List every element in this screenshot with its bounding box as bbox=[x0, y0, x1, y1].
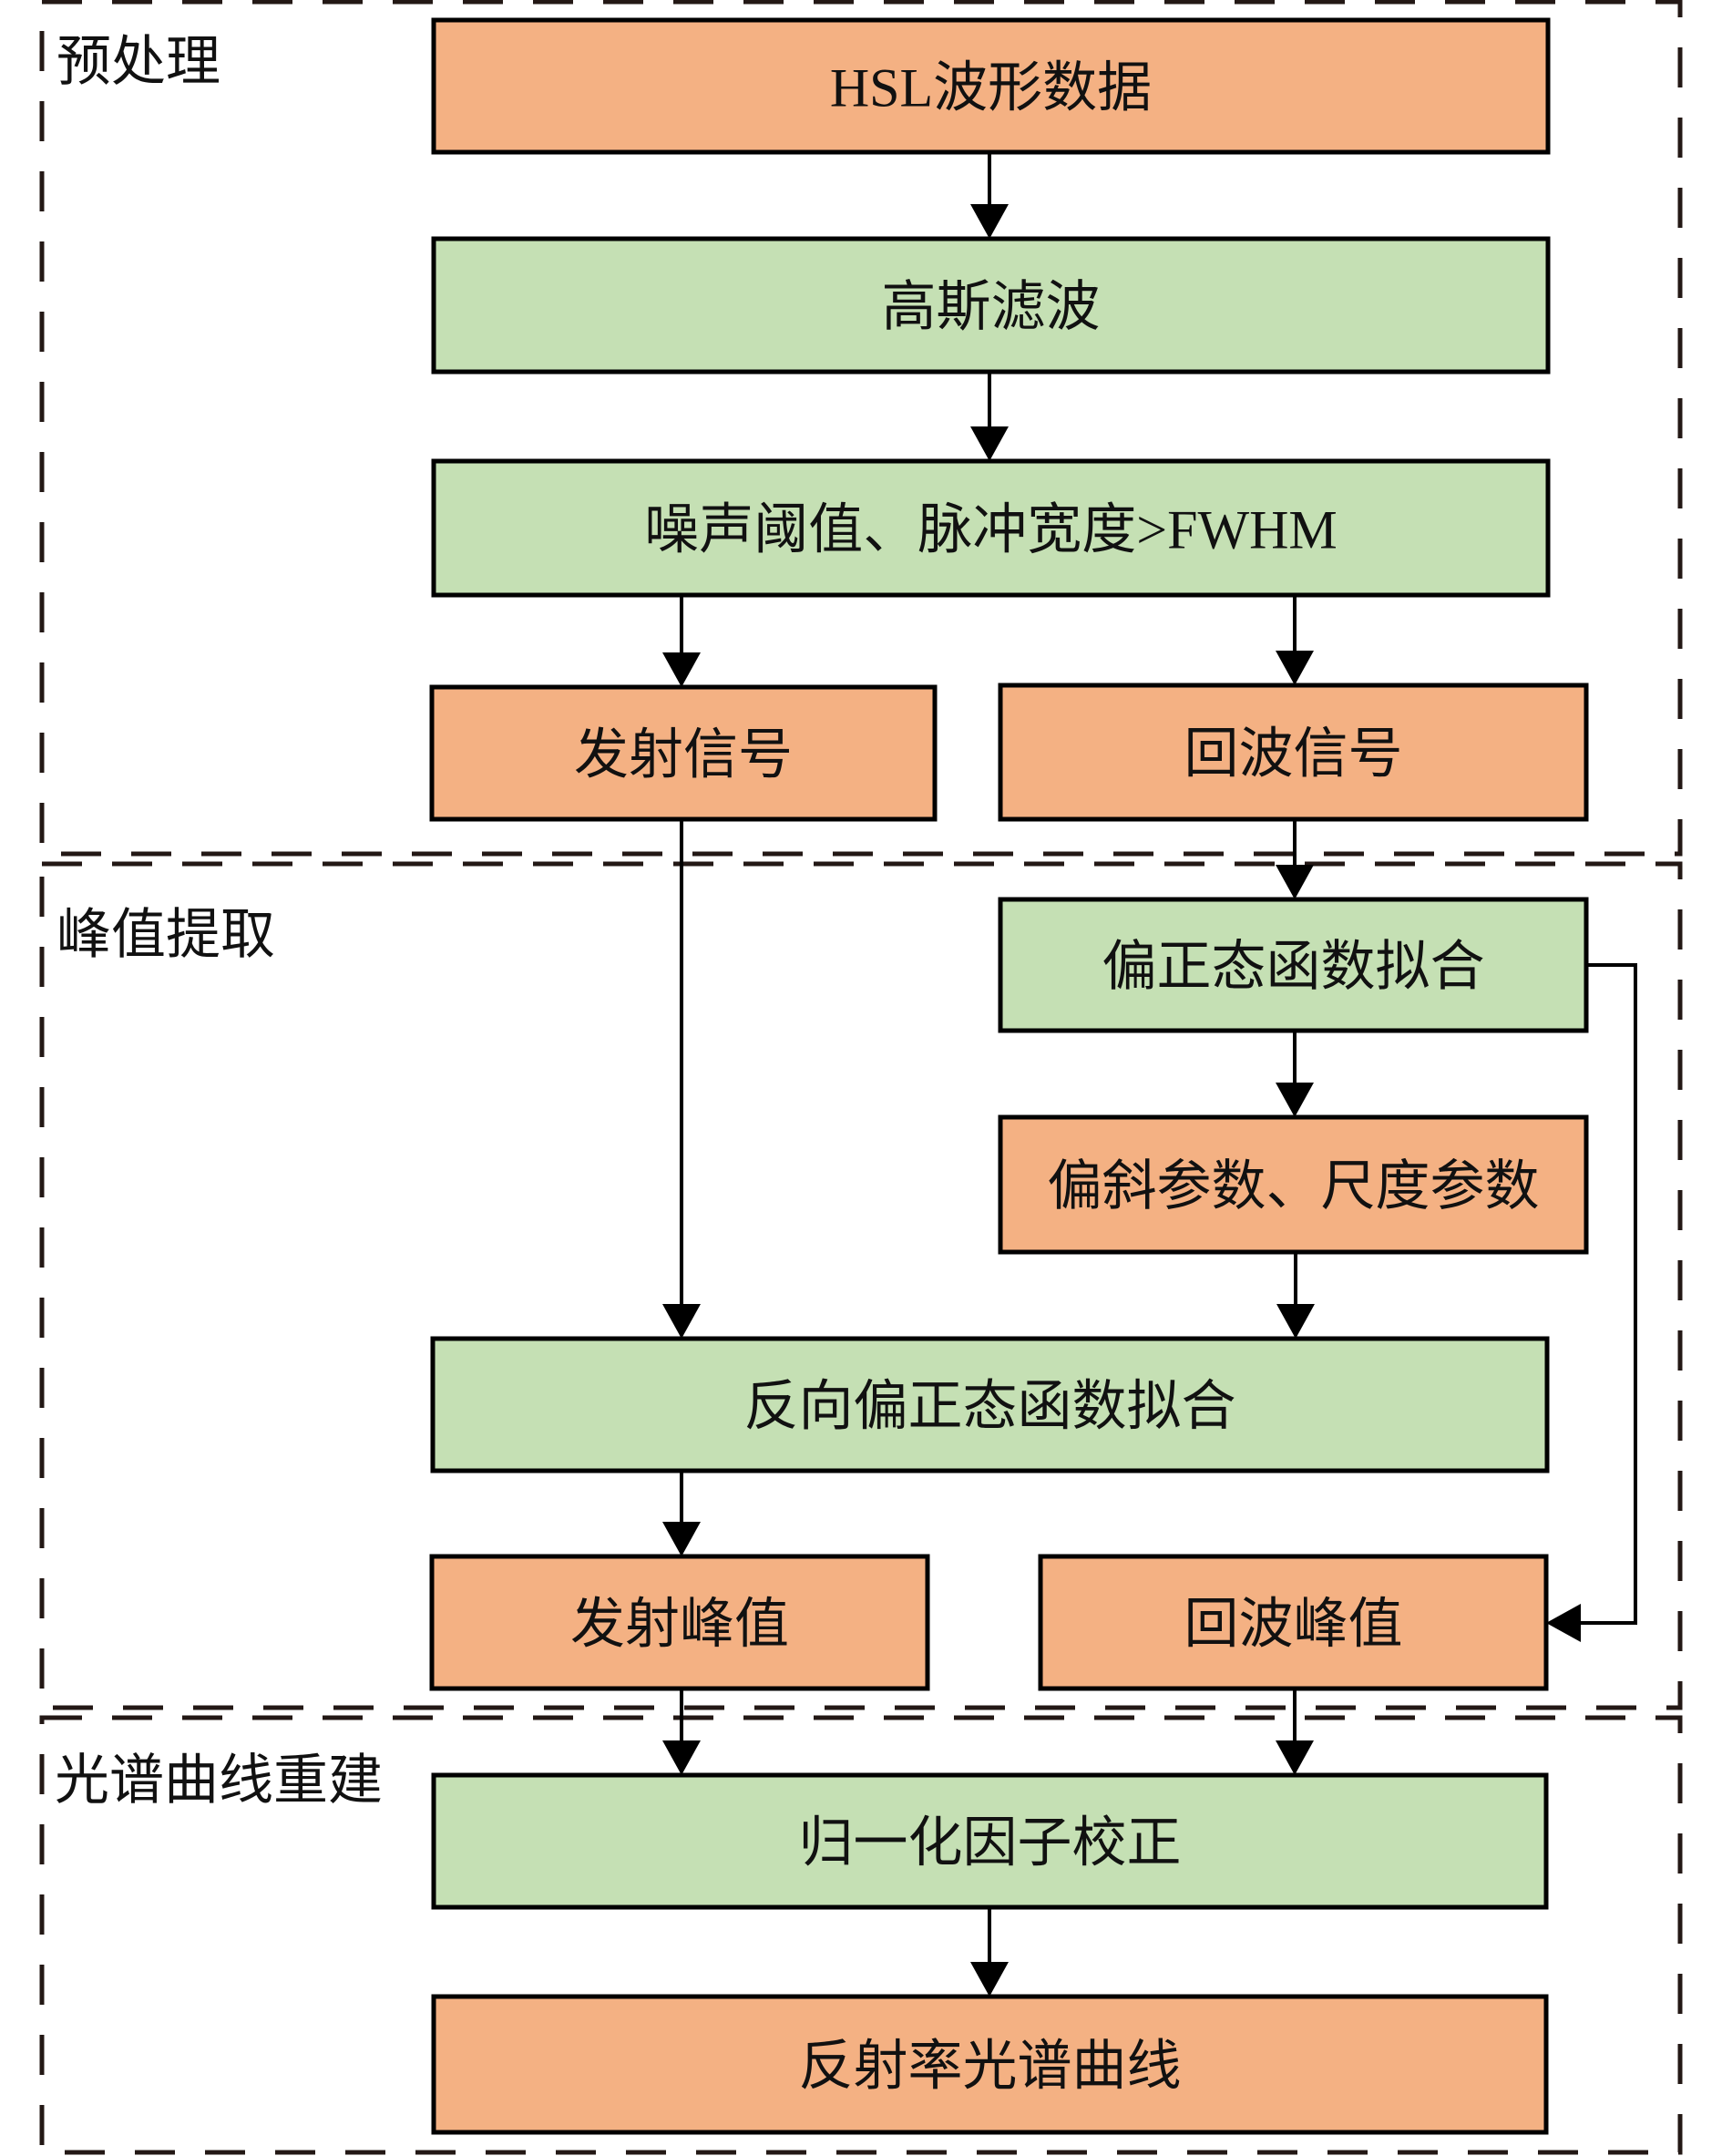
node-label: 回波信号 bbox=[1184, 724, 1403, 785]
node-box bbox=[998, 1114, 1589, 1255]
arrowhead-icon bbox=[1546, 1604, 1581, 1642]
node-label: 回波峰值 bbox=[1184, 1595, 1403, 1655]
node-label: 发射信号 bbox=[574, 725, 793, 785]
edge-skew-fit-to-params bbox=[1276, 1031, 1314, 1117]
edge-emit-signal-to-inverse-fit bbox=[662, 819, 701, 1339]
node-normalize: 归一化因子校正 bbox=[431, 1772, 1549, 1910]
node-box bbox=[430, 1336, 1550, 1473]
node-hsl-data: HSL波形数据 bbox=[431, 17, 1551, 155]
edge-skew-fit-to-echo-peak bbox=[1546, 963, 1637, 1642]
node-label: 归一化因子校正 bbox=[799, 1813, 1182, 1874]
node-label: 噪声阈值、脉冲宽度>FWHM bbox=[644, 500, 1338, 560]
edge-threshold-to-emit-signal bbox=[662, 595, 701, 687]
edges bbox=[662, 152, 1637, 1997]
edge-threshold-to-echo-signal bbox=[1276, 595, 1314, 685]
node-box bbox=[431, 17, 1551, 155]
node-emit-signal: 发射信号 bbox=[429, 684, 938, 822]
node-box bbox=[431, 1994, 1549, 2135]
node-params: 偏斜参数、尺度参数 bbox=[998, 1114, 1589, 1255]
edge-hsl-data-to-gauss bbox=[970, 152, 1009, 239]
edge-emit-peak-to-normalize bbox=[662, 1689, 701, 1775]
arrowhead-icon bbox=[970, 204, 1009, 239]
node-box bbox=[1038, 1554, 1549, 1691]
node-label: 偏正态函数拟合 bbox=[1102, 937, 1485, 997]
arrowhead-icon bbox=[662, 1522, 701, 1556]
arrowhead-icon bbox=[1276, 1083, 1314, 1117]
node-box bbox=[998, 683, 1589, 822]
node-label: 偏斜参数、尺度参数 bbox=[1048, 1156, 1540, 1217]
node-label: 发射峰值 bbox=[570, 1595, 789, 1655]
edge-echo-peak-to-normalize bbox=[1276, 1689, 1314, 1775]
section-frame-spectrum bbox=[39, 1715, 1683, 2155]
arrowhead-icon bbox=[1276, 1740, 1314, 1775]
arrowhead-icon bbox=[970, 426, 1009, 461]
arrowhead-icon bbox=[970, 1962, 1009, 1997]
arrowhead-icon bbox=[1276, 651, 1314, 685]
section-label-spectrum: 光谱曲线重建 bbox=[55, 1750, 383, 1811]
node-echo-peak: 回波峰值 bbox=[1038, 1554, 1549, 1691]
node-box bbox=[429, 684, 938, 822]
node-inverse-fit: 反向偏正态函数拟合 bbox=[430, 1336, 1550, 1473]
node-box bbox=[431, 236, 1551, 375]
node-emit-peak: 发射峰值 bbox=[429, 1554, 930, 1691]
arrowhead-icon bbox=[662, 1740, 701, 1775]
section-label-peak: 峰值提取 bbox=[56, 905, 275, 965]
arrowhead-icon bbox=[1276, 865, 1314, 899]
node-gauss: 高斯滤波 bbox=[431, 236, 1551, 375]
section-frame-preprocess bbox=[39, 0, 1683, 857]
edge-params-to-inverse-fit bbox=[1276, 1252, 1315, 1339]
section-label-preprocess: 预处理 bbox=[56, 32, 220, 92]
connector-line bbox=[1573, 963, 1637, 1625]
edge-inverse-fit-to-emit-peak bbox=[662, 1471, 701, 1556]
node-label: HSL波形数据 bbox=[830, 58, 1152, 118]
arrowhead-icon bbox=[662, 1304, 701, 1339]
node-box bbox=[998, 897, 1589, 1033]
node-box bbox=[429, 1554, 930, 1691]
edge-normalize-to-reflect bbox=[970, 1907, 1009, 1997]
node-box bbox=[431, 1772, 1549, 1910]
node-echo-signal: 回波信号 bbox=[998, 683, 1589, 822]
edge-echo-signal-to-skew-fit bbox=[1276, 819, 1314, 899]
node-threshold: 噪声阈值、脉冲宽度>FWHM bbox=[431, 458, 1551, 598]
node-reflect: 反射率光谱曲线 bbox=[431, 1994, 1549, 2135]
node-skew-fit: 偏正态函数拟合 bbox=[998, 897, 1589, 1033]
arrowhead-icon bbox=[662, 652, 701, 687]
arrowhead-icon bbox=[1276, 1304, 1315, 1339]
node-box bbox=[431, 458, 1551, 598]
node-label: 反射率光谱曲线 bbox=[799, 2037, 1182, 2097]
node-label: 高斯滤波 bbox=[882, 277, 1101, 337]
node-label: 反向偏正态函数拟合 bbox=[744, 1377, 1236, 1437]
section-frame-peak bbox=[39, 861, 1683, 1710]
edge-gauss-to-threshold bbox=[970, 372, 1009, 461]
